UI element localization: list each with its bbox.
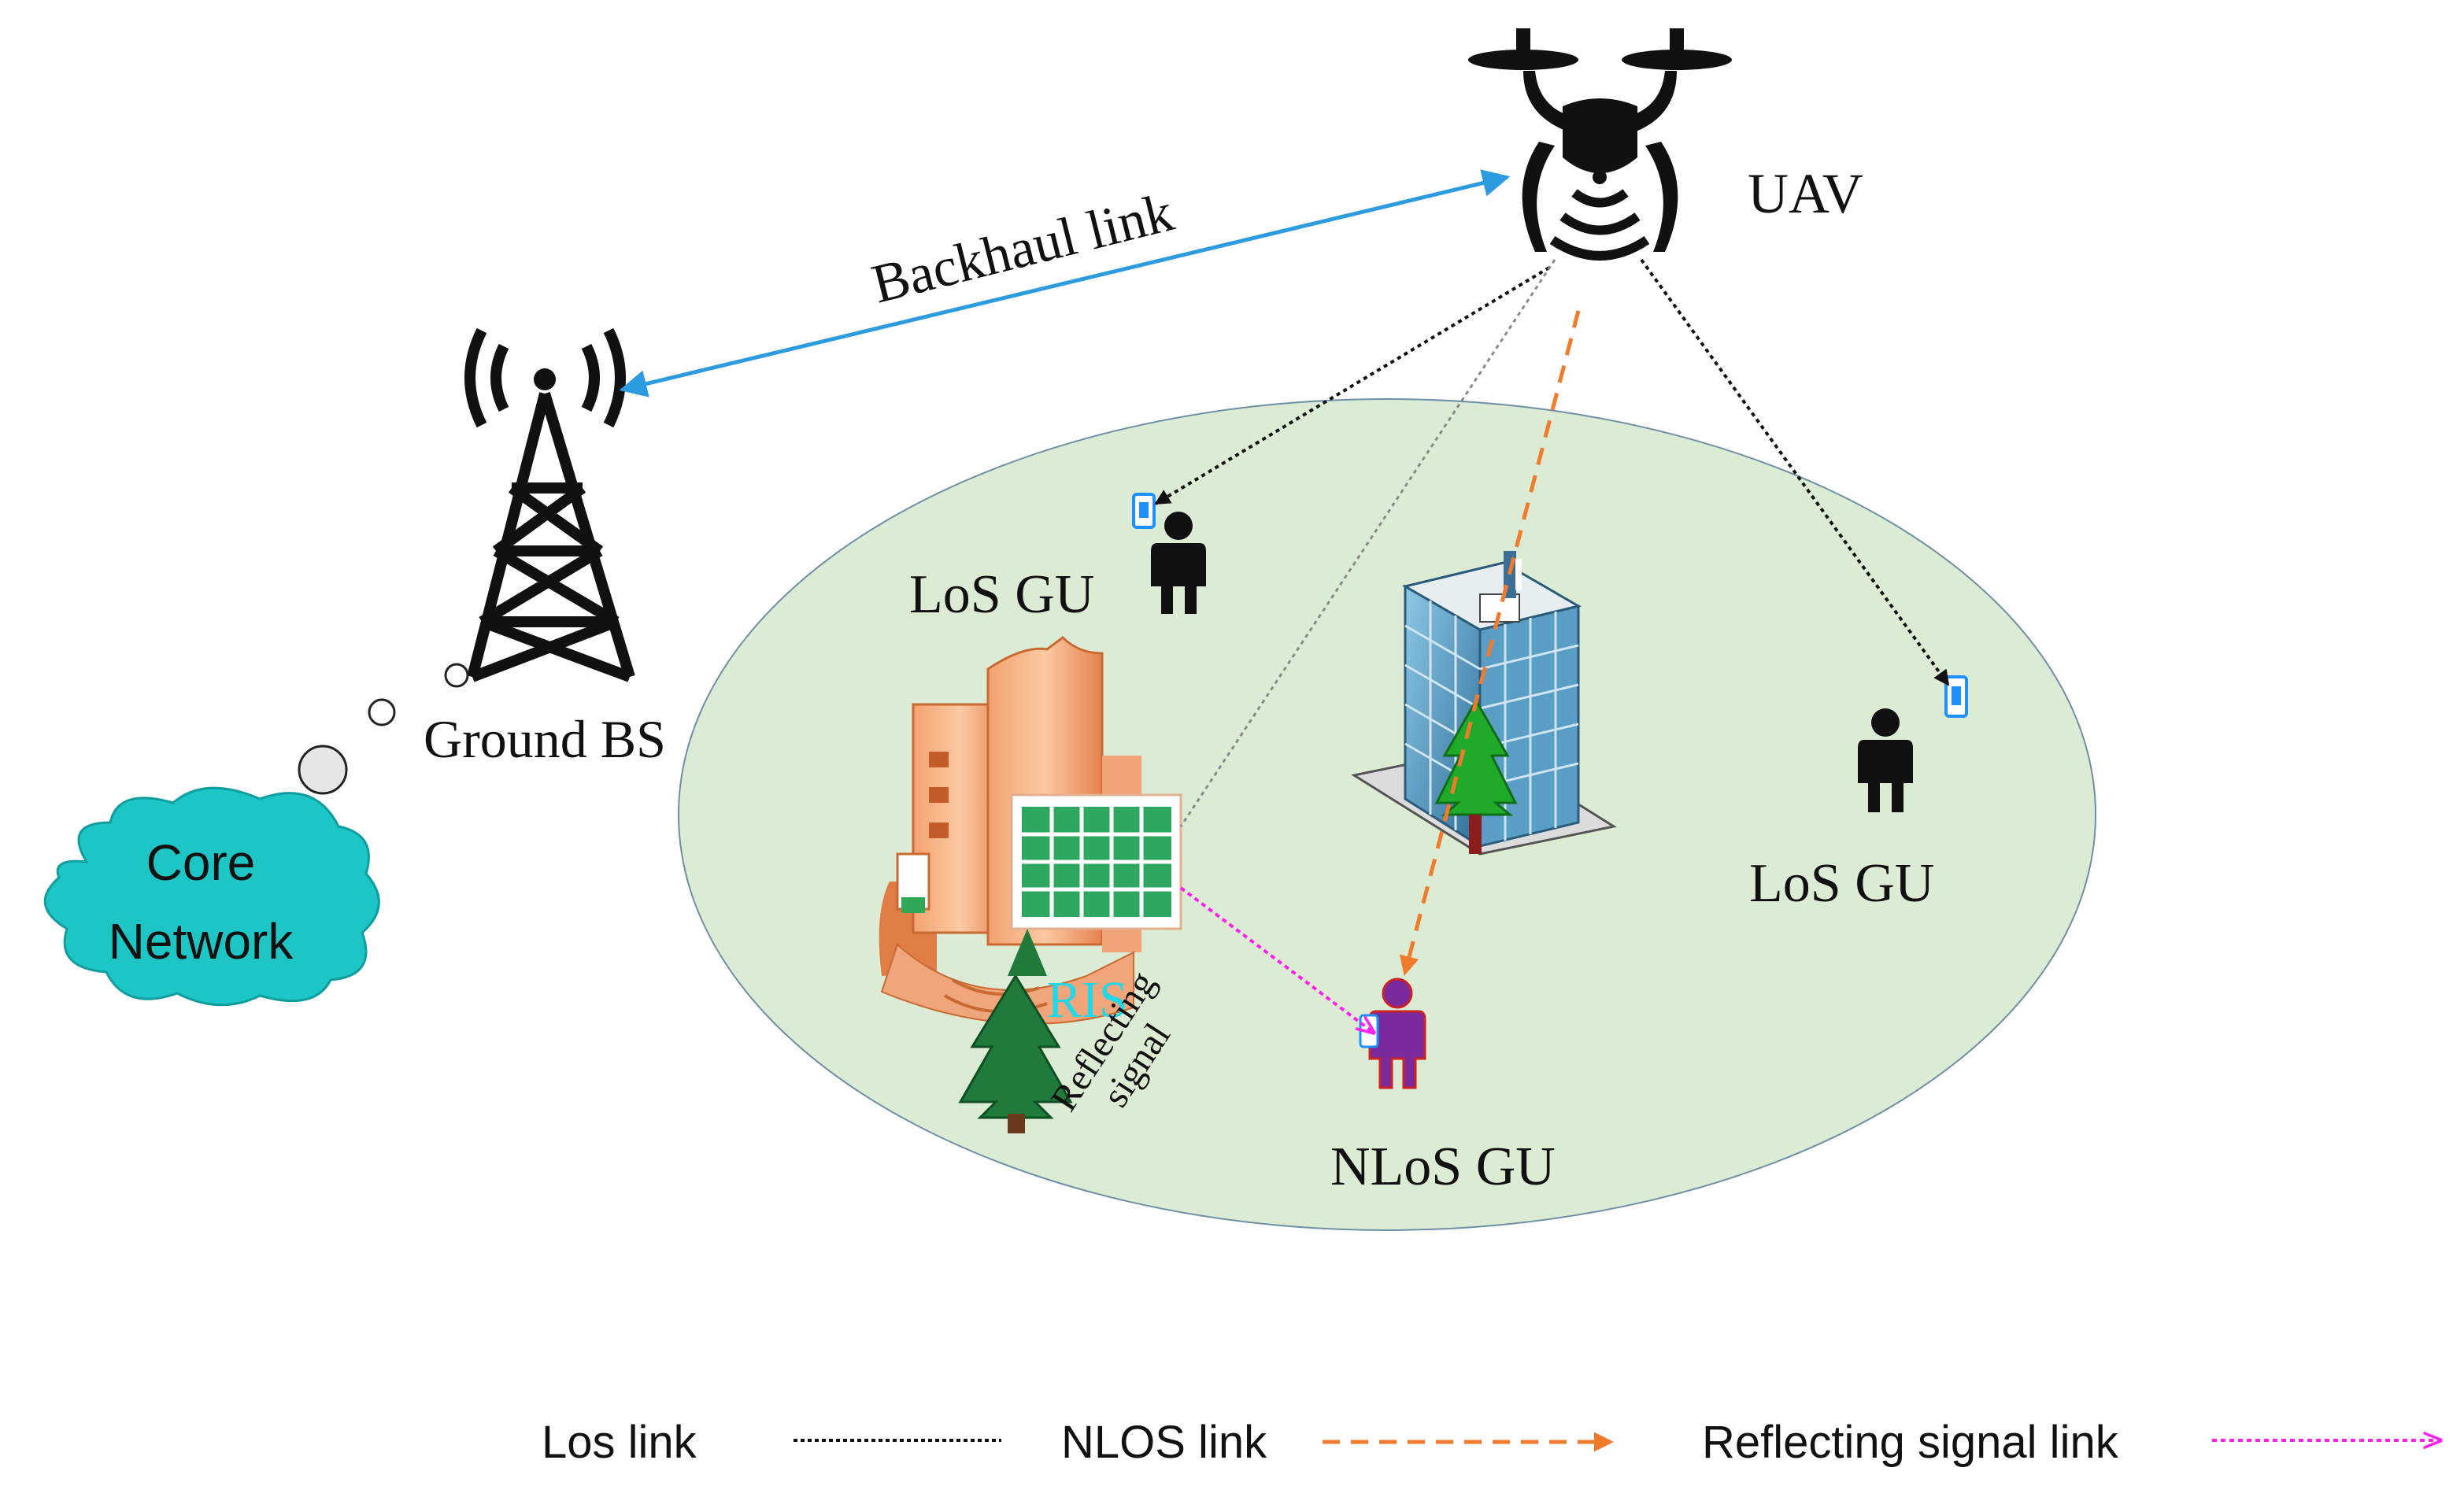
core-network-cloud-icon — [43, 786, 380, 1007]
bubble-large — [298, 745, 348, 795]
nlos-link — [1399, 310, 1581, 976]
los-gu-right-person-icon — [1858, 708, 1913, 812]
nlos-gu-phone-icon — [1359, 1014, 1379, 1048]
bubble-small — [444, 663, 469, 688]
tree-icon-left — [958, 929, 1073, 1133]
core-network-label-line1: Core — [146, 834, 256, 891]
ground-bs-tower-icon — [464, 327, 635, 682]
los-link-right — [1640, 258, 1950, 686]
uav-drone-icon — [1468, 28, 1732, 261]
legend-reflecting-label: Reflecting signal link — [1702, 1417, 2119, 1468]
bubble-medium — [368, 698, 396, 726]
ground-bs-label: Ground BS — [424, 709, 666, 769]
ris-label: RIS — [1047, 971, 1128, 1029]
ris-panel-icon — [1010, 793, 1182, 930]
nlos-gu-label: NLoS GU — [1330, 1137, 1556, 1197]
los-gu-right-label: LoS GU — [1749, 853, 1934, 914]
legend-nlos-label: NLOS link — [1061, 1417, 1267, 1468]
tree-icon-right — [1434, 697, 1518, 854]
los-gu-left-person-icon — [1151, 512, 1206, 614]
los-gu-right-phone-icon — [1944, 675, 1968, 718]
backhaul-link-arrow — [619, 169, 1511, 397]
uav-to-ris-link — [1179, 259, 1556, 827]
nlos-gu-person-icon — [1368, 978, 1426, 1089]
uav-label: UAV — [1748, 162, 1863, 225]
coverage-area — [678, 398, 2096, 1231]
los-gu-left-phone-icon — [1132, 493, 1156, 529]
core-network-label-line2: Network — [109, 913, 294, 970]
legend-los-label: Los link — [542, 1417, 697, 1468]
reflecting-signal-link — [1179, 886, 1374, 1033]
los-link-left — [1154, 266, 1551, 505]
los-gu-left-label: LoS GU — [909, 564, 1094, 625]
bs-antenna-dot — [534, 368, 556, 390]
legend: Los link NLOS link Reflecting signal lin… — [542, 1417, 2440, 1468]
